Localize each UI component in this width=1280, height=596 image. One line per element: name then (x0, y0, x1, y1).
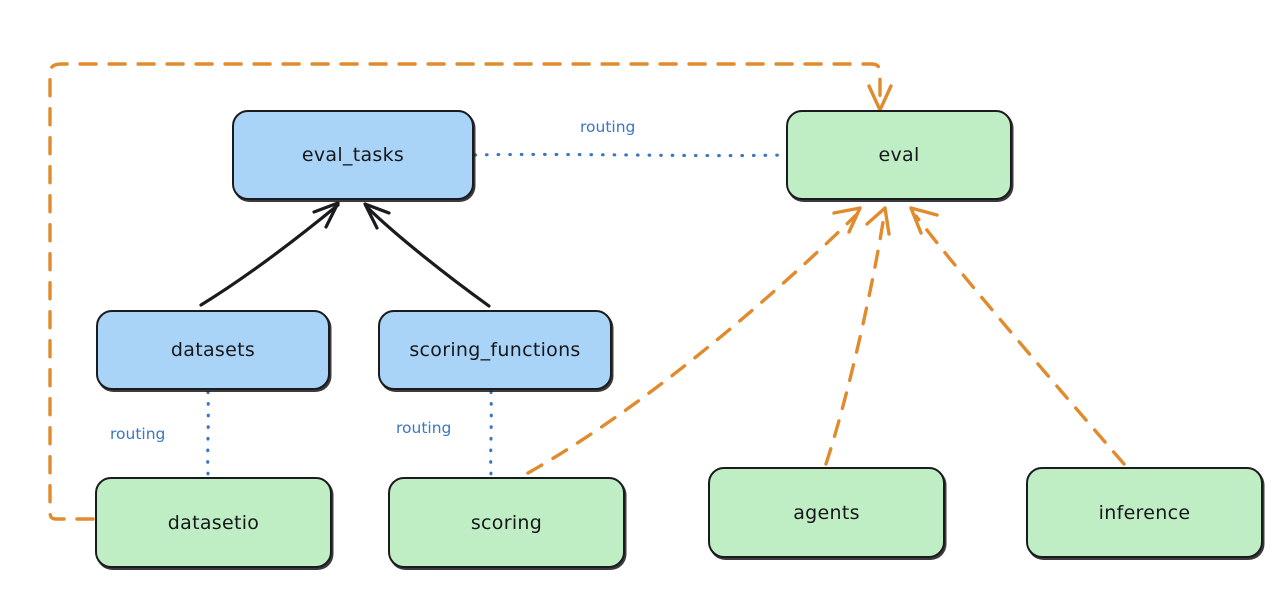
node-label-datasets: datasets (170, 339, 256, 361)
edge-scoring_functions-eval_tasks (363, 202, 491, 308)
edge-inference-eval (909, 206, 1126, 466)
edge-eval_tasks-eval (473, 152, 786, 158)
edge-scoring_functions-scoring (489, 390, 493, 476)
edge-datasets-datasetio (206, 390, 210, 476)
edge-datasetio-eval (48, 62, 893, 521)
node-label-scoring: scoring (470, 511, 543, 534)
node-label-eval_tasks: eval_tasks (301, 144, 405, 166)
node-label-agents: agents (793, 501, 860, 524)
node-eval_tasks[interactable]: eval_tasks (232, 110, 474, 200)
edge-label-routing-eval_tasks-eval: routing (580, 118, 636, 136)
edge-label-routing-datasets-datasetio: routing (110, 425, 166, 443)
node-label-eval: eval (878, 144, 920, 166)
node-eval[interactable]: eval (786, 110, 1012, 200)
node-label-scoring_functions: scoring_functions (409, 339, 581, 361)
edge-agents-eval (824, 206, 891, 466)
edge-datasets-eval_tasks (199, 201, 340, 307)
node-label-datasetio: datasetio (167, 511, 260, 534)
node-scoring_functions[interactable]: scoring_functions (378, 310, 612, 390)
node-label-inference: inference (1098, 501, 1191, 524)
edge-label-routing-scoring_functions-scoring: routing (396, 419, 452, 437)
node-inference[interactable]: inference (1026, 467, 1263, 558)
node-datasets[interactable]: datasets (96, 310, 330, 390)
node-datasetio[interactable]: datasetio (95, 477, 332, 568)
node-agents[interactable]: agents (708, 467, 945, 558)
edge-scoring-eval (526, 206, 862, 475)
node-scoring[interactable]: scoring (388, 477, 625, 568)
